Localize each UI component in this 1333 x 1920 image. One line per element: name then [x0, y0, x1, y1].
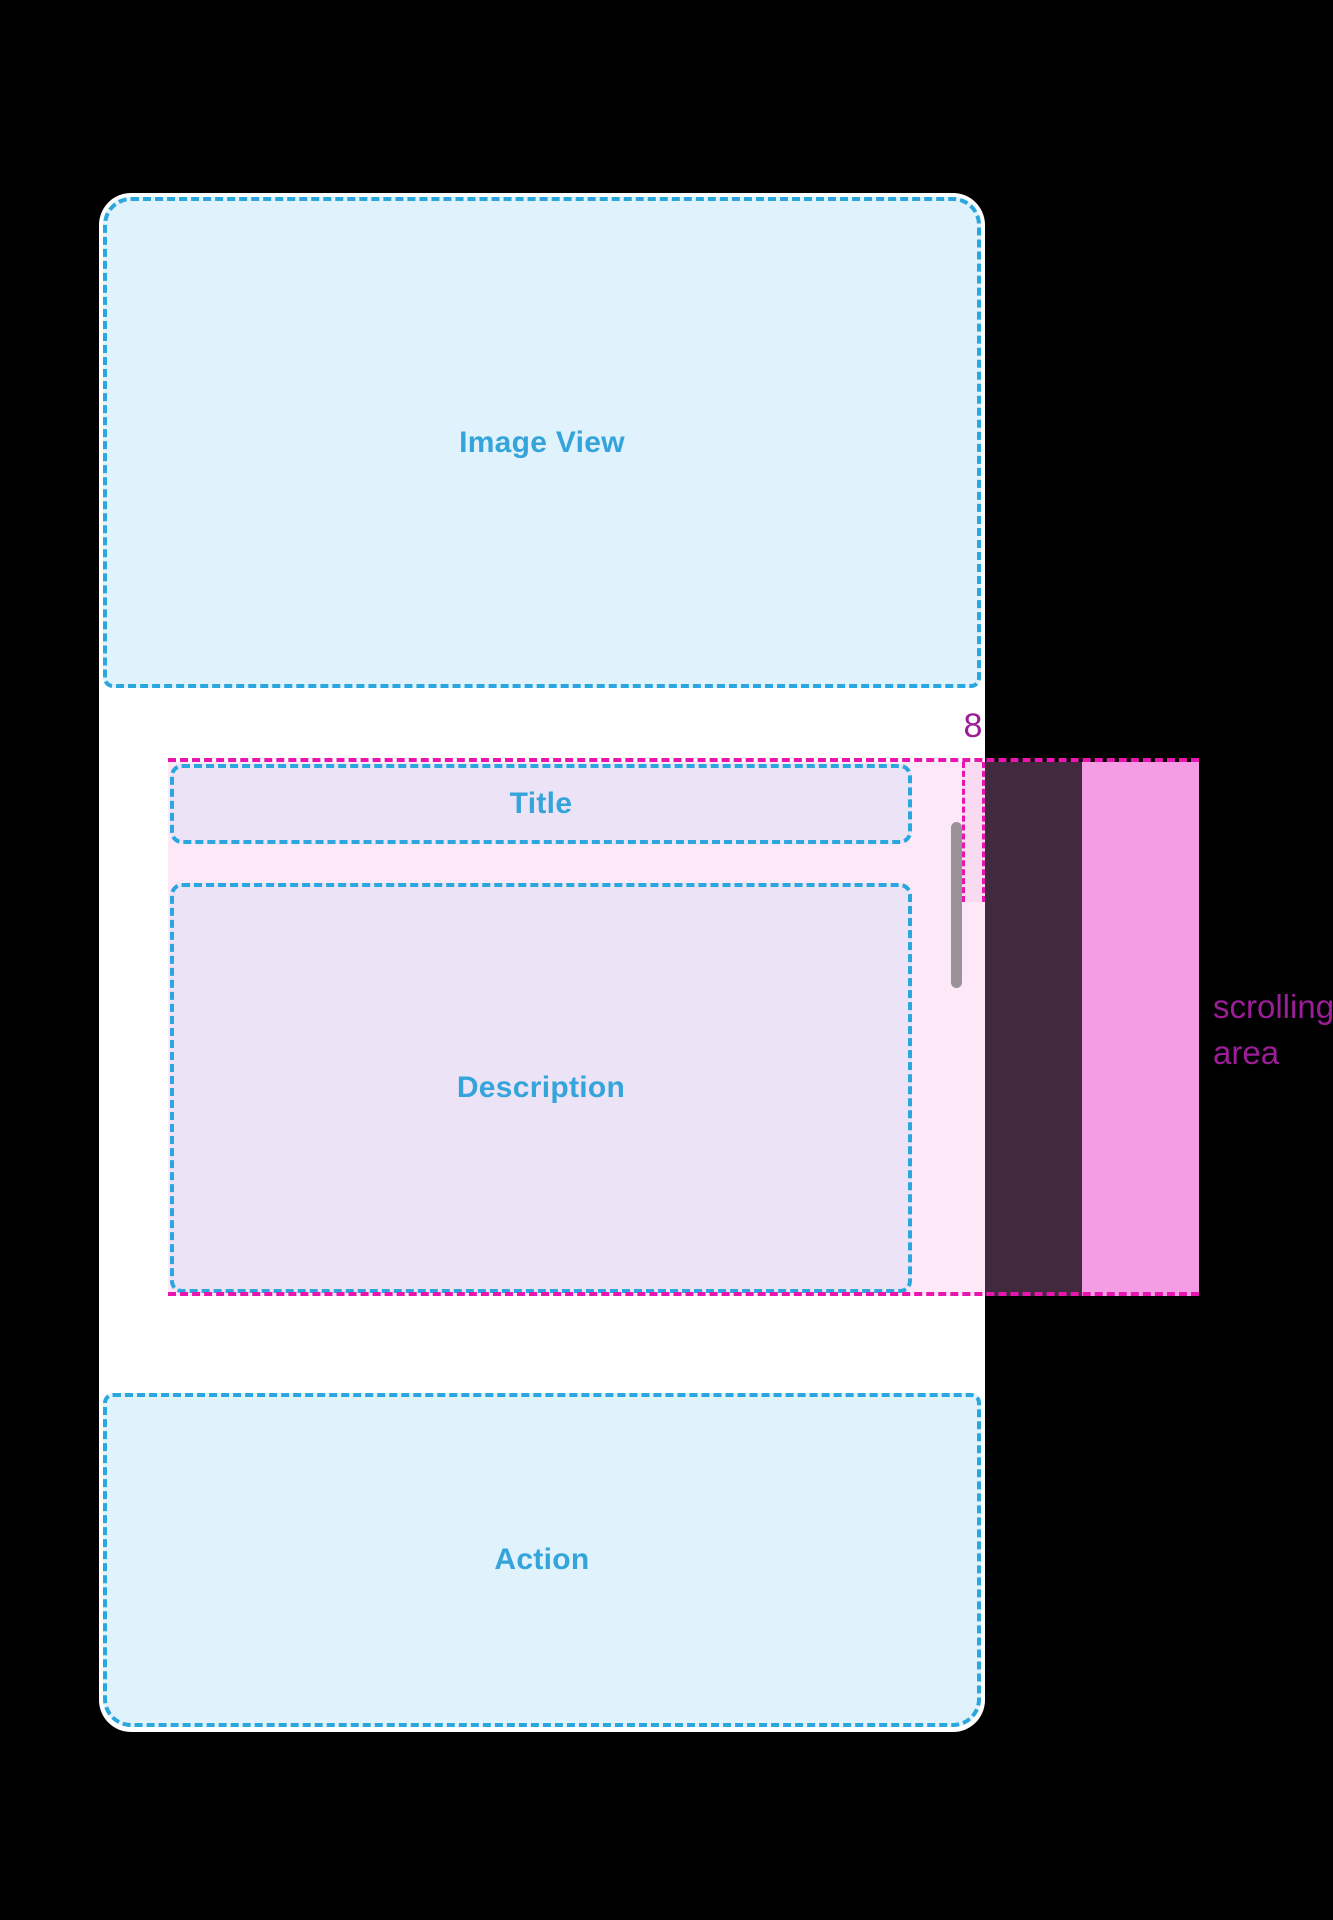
action-region: Action — [103, 1393, 981, 1727]
scrolling-area-bottom-border — [168, 1292, 1199, 1296]
scrolling-area-label-line2: area — [1213, 1034, 1280, 1071]
action-label: Action — [494, 1543, 590, 1576]
scrollbar-thumb — [951, 822, 962, 988]
title-box: Title — [170, 764, 912, 844]
scrolling-area-label-line1: scrolling — [1213, 988, 1333, 1025]
scrolling-area-swatch — [1082, 762, 1199, 1296]
scrolling-area-overlay-outside — [985, 762, 1082, 1296]
spacing-value-label: 8 — [963, 707, 983, 745]
title-label: Title — [509, 787, 573, 820]
scrolling-area-top-border — [168, 758, 1199, 762]
image-view-region: Image View — [103, 197, 981, 688]
description-box: Description — [170, 883, 912, 1293]
image-view-label: Image View — [459, 425, 625, 459]
scrolling-area-label: scrolling area — [1213, 984, 1333, 1076]
description-label: Description — [456, 1071, 626, 1104]
spacing-gap-highlight — [962, 762, 985, 902]
